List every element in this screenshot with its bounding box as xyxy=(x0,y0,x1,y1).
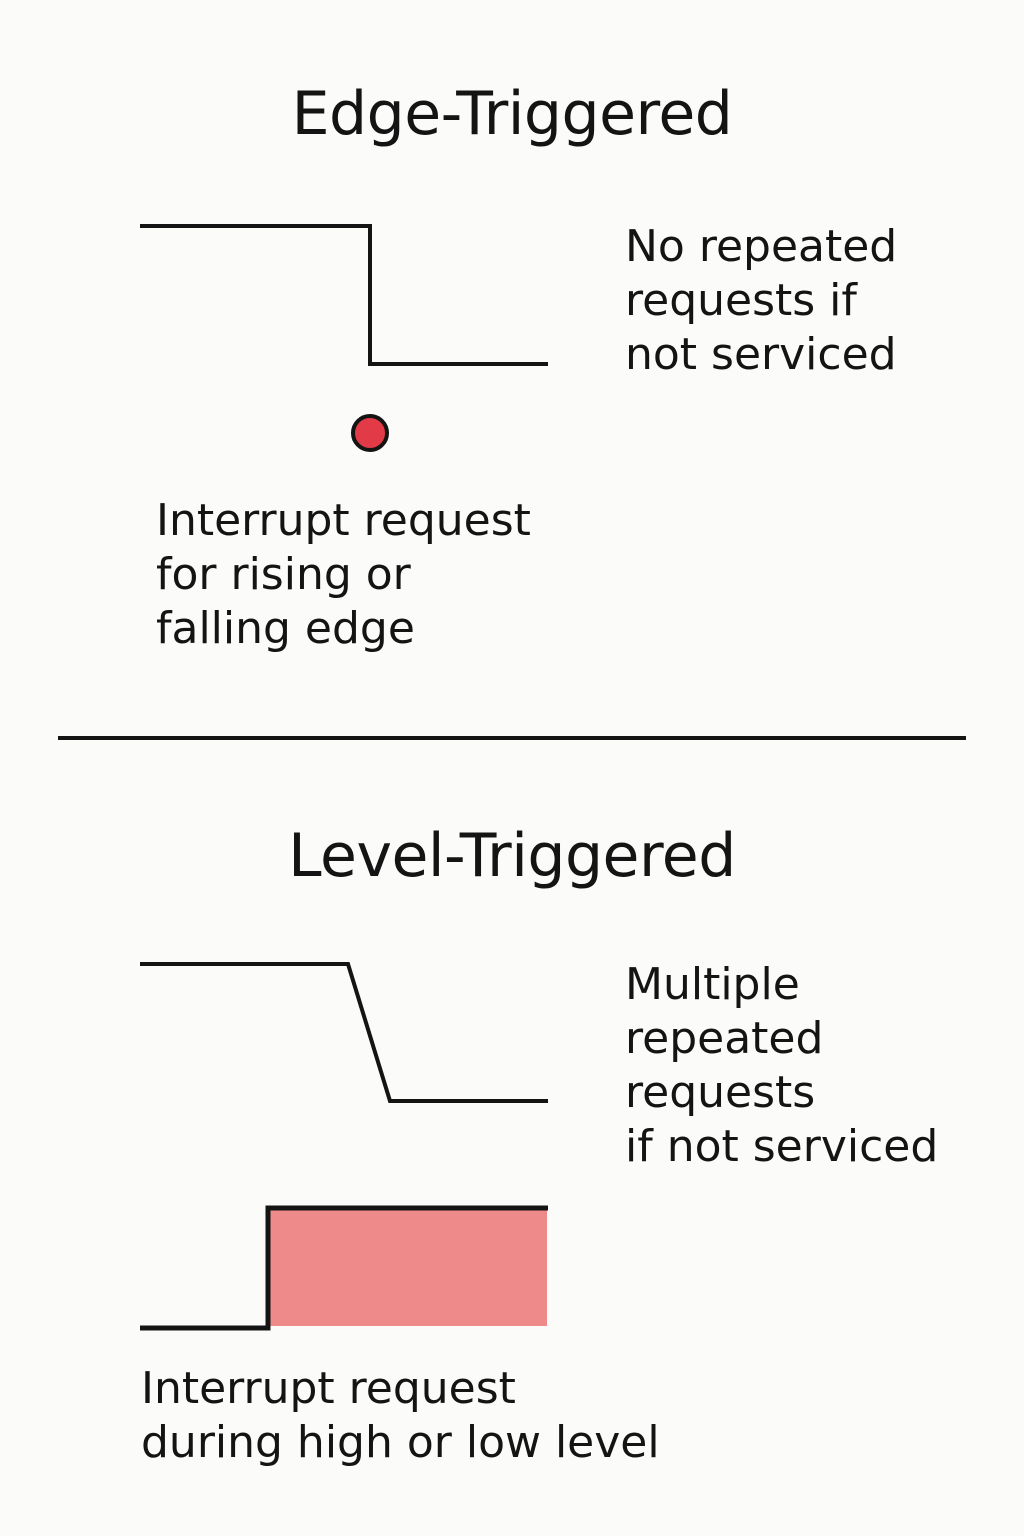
level-falling-signal xyxy=(140,962,548,1103)
edge-trigger-marker xyxy=(351,414,389,452)
level-triggered-caption: Interrupt request during high or low lev… xyxy=(141,1363,660,1468)
edge-triggered-title: Edge-Triggered xyxy=(291,79,733,149)
level-triggered-note: Multiple repeated requests if not servic… xyxy=(625,959,939,1172)
level-active-region xyxy=(268,1208,547,1326)
edge-triggered-caption: Interrupt request for rising or falling … xyxy=(156,495,531,654)
edge-falling-signal xyxy=(140,224,548,366)
edge-triggered-note: No repeated requests if not serviced xyxy=(625,221,898,380)
level-request-signal xyxy=(140,1205,548,1331)
section-divider xyxy=(58,736,966,740)
level-triggered-title: Level-Triggered xyxy=(288,821,736,891)
